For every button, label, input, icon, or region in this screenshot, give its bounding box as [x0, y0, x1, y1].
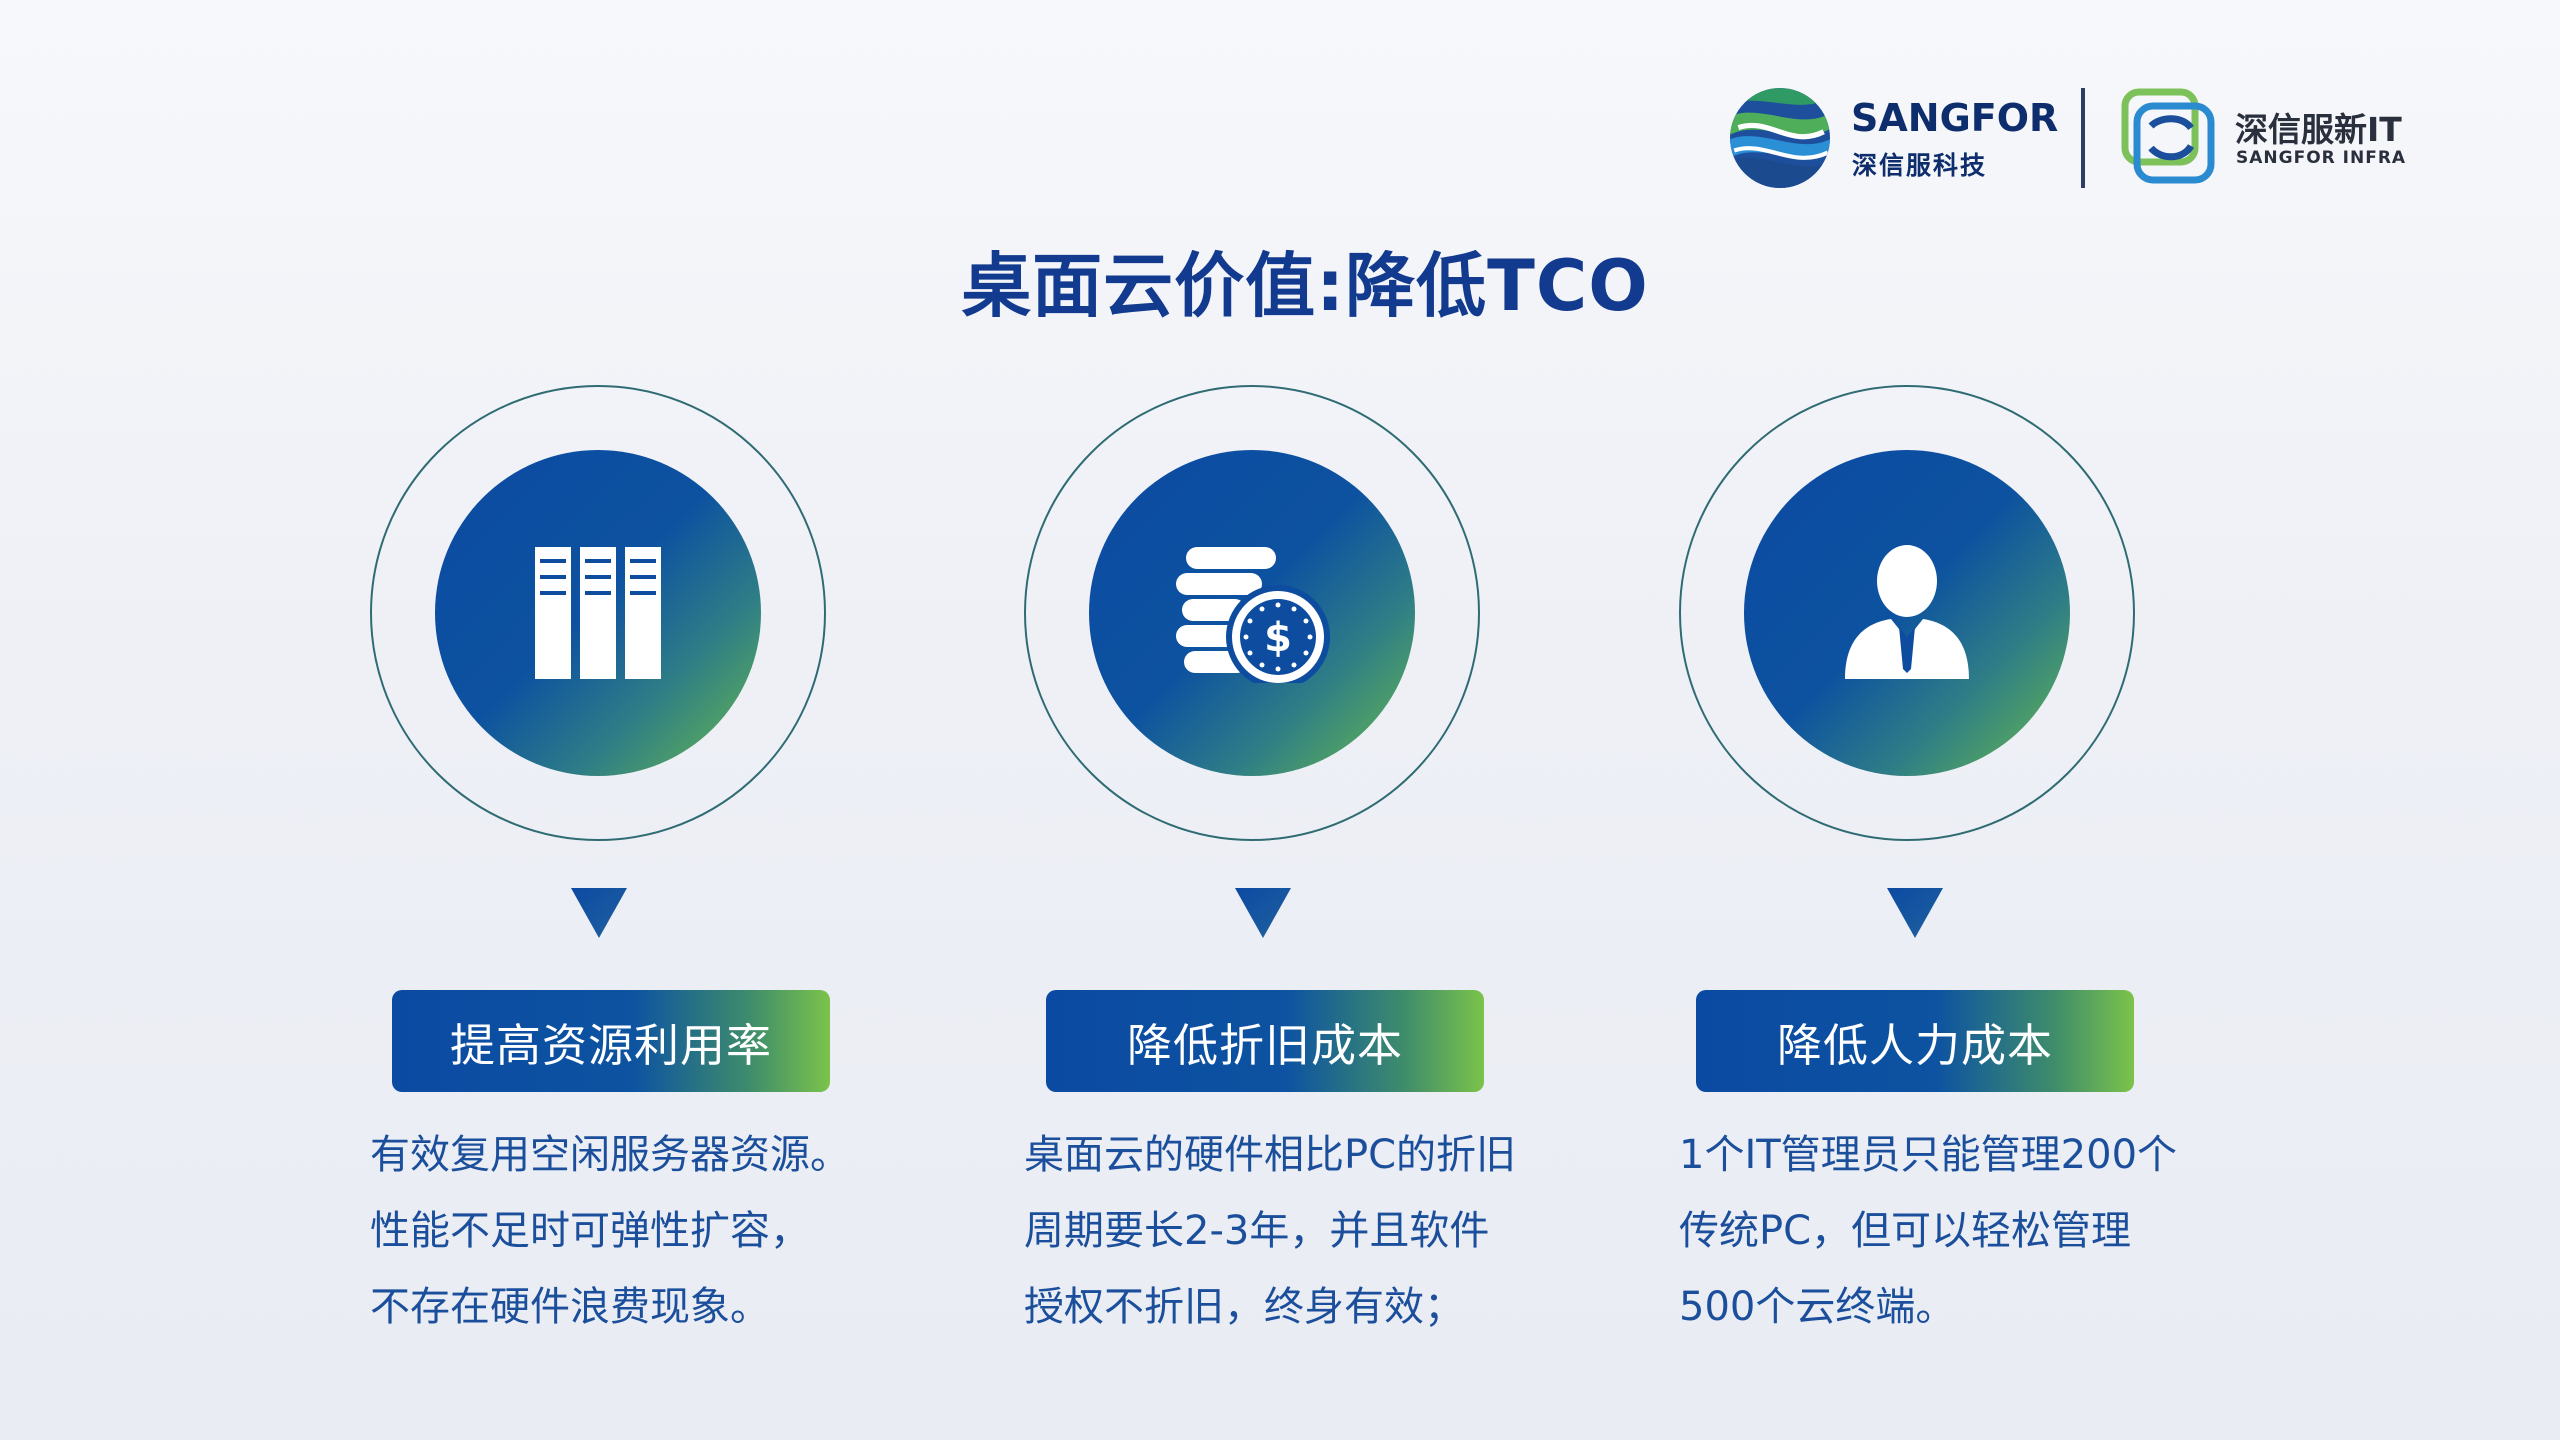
- value-label: 提高资源利用率: [392, 990, 830, 1092]
- description-line: 500个云终端。: [1679, 1284, 1956, 1330]
- value-label: 降低折旧成本: [1046, 990, 1484, 1092]
- value-column-depreciation: $ 降低折旧成本 桌面云的硬件相比PC的折旧 周期要长2-3年，并且软件 授权不…: [1024, 385, 1516, 1385]
- icon-circle: [435, 450, 761, 776]
- sub-brand-cn: 深信服新IT: [2235, 110, 2402, 149]
- outer-ring: [1024, 385, 1480, 841]
- outer-ring: [370, 385, 826, 841]
- sangfor-infra-logo-icon: [2121, 88, 2215, 184]
- sub-brand-en: SANGFOR INFRA: [2236, 148, 2407, 168]
- outer-ring: [1679, 385, 2135, 841]
- value-description: 1个IT管理员只能管理200个 传统PC，但可以轻松管理 500个云终端。: [1679, 1117, 2239, 1345]
- brand-name-cn: 深信服科技: [1852, 151, 1988, 180]
- description-line: 不存在硬件浪费现象。: [370, 1284, 770, 1330]
- value-column-resource: 提高资源利用率 有效复用空闲服务器资源。 性能不足时可弹性扩容， 不存在硬件浪费…: [370, 385, 850, 1385]
- down-arrow-icon: [1887, 888, 1943, 938]
- logo-divider: [2081, 88, 2085, 188]
- coins-dollar-icon: $: [1176, 547, 1330, 683]
- icon-circle: $: [1089, 450, 1415, 776]
- description-line: 授权不折旧，终身有效；: [1024, 1284, 1464, 1330]
- value-description: 桌面云的硬件相比PC的折旧 周期要长2-3年，并且软件 授权不折旧，终身有效；: [1024, 1117, 1584, 1345]
- svg-text:$: $: [1264, 615, 1292, 661]
- person-suit-icon: [1845, 545, 1969, 679]
- description-line: 桌面云的硬件相比PC的折旧: [1024, 1132, 1517, 1178]
- brand-name-en: SANGFOR: [1851, 96, 2059, 140]
- server-rack-icon: [535, 547, 661, 679]
- sangfor-globe-logo-icon: [1730, 88, 1830, 188]
- value-column-labor: 降低人力成本 1个IT管理员只能管理200个 传统PC，但可以轻松管理 500个…: [1679, 385, 2177, 1385]
- description-line: 周期要长2-3年，并且软件: [1024, 1208, 1490, 1254]
- down-arrow-icon: [1235, 888, 1291, 938]
- description-line: 有效复用空闲服务器资源。: [370, 1132, 850, 1178]
- value-description: 有效复用空闲服务器资源。 性能不足时可弹性扩容， 不存在硬件浪费现象。: [370, 1117, 930, 1345]
- description-line: 1个IT管理员只能管理200个: [1679, 1132, 2178, 1178]
- description-line: 传统PC，但可以轻松管理: [1679, 1208, 2132, 1254]
- down-arrow-icon: [571, 888, 627, 938]
- page-title: 桌面云价值:降低TCO: [961, 245, 1649, 327]
- value-label: 降低人力成本: [1696, 990, 2134, 1092]
- icon-circle: [1744, 450, 2070, 776]
- description-line: 性能不足时可弹性扩容，: [370, 1208, 810, 1254]
